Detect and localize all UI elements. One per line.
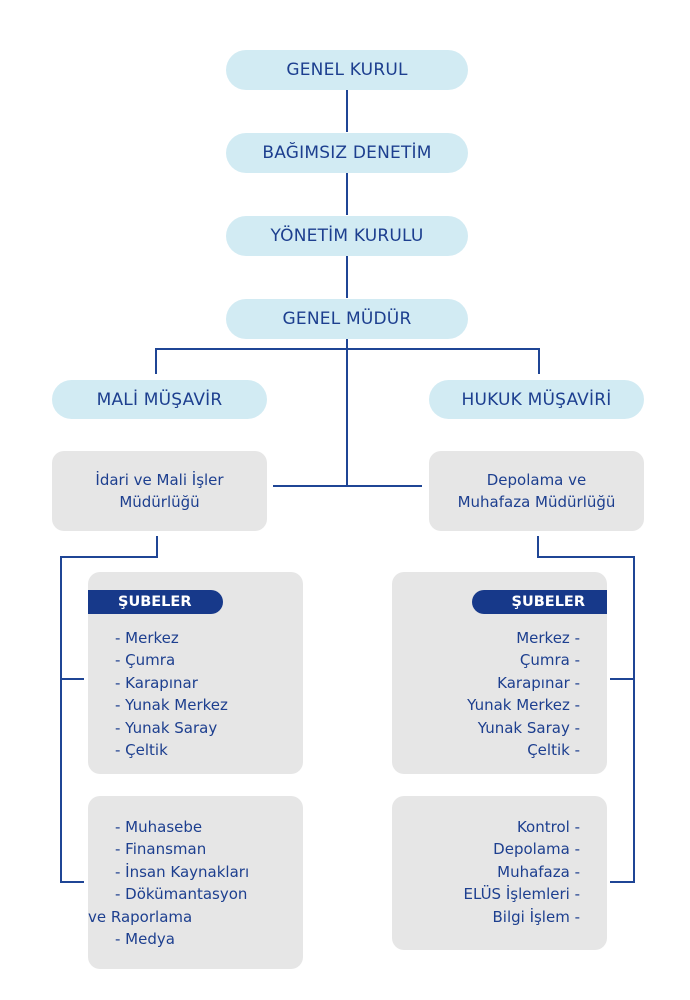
connector-line <box>273 485 422 487</box>
node-bagimsiz-denetim: BAĞIMSIZ DENETİM <box>226 133 468 173</box>
list-item: ELÜS İşlemleri - <box>463 885 580 904</box>
connector-line <box>537 556 635 558</box>
department-list: Kontrol - Depolama - Muhafaza - ELÜS İşl… <box>463 816 580 928</box>
branches-tag: ŞUBELER <box>88 590 223 614</box>
connector-line <box>610 678 634 680</box>
list-item: - Karapınar <box>115 673 198 692</box>
connector-line <box>60 556 158 558</box>
list-item: Muhafaza - <box>497 862 580 881</box>
node-hukuk-musaviri: HUKUK MÜŞAVİRİ <box>429 380 644 419</box>
connector-line <box>633 556 635 883</box>
list-item: Çumra - <box>519 651 580 670</box>
branch-list: - Merkez - Çumra - Karapınar - Yunak Mer… <box>115 627 228 761</box>
list-item: - İnsan Kaynakları <box>115 862 250 881</box>
connector-line <box>155 348 540 350</box>
list-item: Merkez - <box>516 629 580 647</box>
connector-line <box>538 348 540 374</box>
node-label-line: Muhafaza Müdürlüğü <box>457 493 616 511</box>
connector-line <box>156 536 158 558</box>
connector-line <box>346 256 348 298</box>
list-item: - Yunak Saray <box>115 718 218 737</box>
node-genel-kurul: GENEL KURUL <box>226 50 468 90</box>
list-item: - Çumra <box>115 651 176 670</box>
list-item: - Medya <box>115 930 175 949</box>
list-item: - Muhasebe <box>115 818 203 836</box>
list-item: - Yunak Merkez <box>115 696 228 715</box>
branches-tag: ŞUBELER <box>472 590 607 614</box>
department-list: - Muhasebe - Finansman - İnsan Kaynaklar… <box>88 816 250 950</box>
connector-line <box>346 90 348 132</box>
right-branches-box: ŞUBELER Merkez - Çumra - Karapınar - Yun… <box>392 572 607 774</box>
node-label-line: Müdürlüğü <box>119 493 200 511</box>
connector-line <box>155 348 157 374</box>
right-departments-box: Kontrol - Depolama - Muhafaza - ELÜS İşl… <box>392 796 607 950</box>
list-item: Yunak Saray - <box>477 718 580 737</box>
list-item: Karapınar - <box>497 673 580 692</box>
connector-line <box>346 173 348 215</box>
list-item: - Finansman <box>115 840 207 859</box>
connector-line <box>60 556 62 883</box>
left-departments-box: - Muhasebe - Finansman - İnsan Kaynaklar… <box>88 796 303 969</box>
connector-line <box>60 678 84 680</box>
list-item: - Çeltik <box>115 741 168 760</box>
list-item: - Dökümantasyon <box>115 885 248 904</box>
branch-list: Merkez - Çumra - Karapınar - Yunak Merke… <box>467 627 580 761</box>
connector-line <box>346 339 348 487</box>
node-genel-mudur: GENEL MÜDÜR <box>226 299 468 339</box>
connector-line <box>537 536 539 558</box>
connector-line <box>60 881 84 883</box>
list-item: Yunak Merkez - <box>467 696 580 715</box>
node-label-line: İdari ve Mali İşler <box>95 471 224 489</box>
node-yonetim-kurulu: YÖNETİM KURULU <box>226 216 468 256</box>
list-item: Çeltik - <box>527 741 580 760</box>
node-mali-musavir: MALİ MÜŞAVİR <box>52 380 267 419</box>
left-branches-box: ŞUBELER - Merkez - Çumra - Karapınar - Y… <box>88 572 303 774</box>
node-depolama-muhafaza: Depolama ve Muhafaza Müdürlüğü <box>429 451 644 531</box>
node-label-line: Depolama ve <box>486 471 587 489</box>
connector-line <box>610 881 634 883</box>
node-idari-mali-isler: İdari ve Mali İşler Müdürlüğü <box>52 451 267 531</box>
list-item: - Merkez <box>115 629 179 647</box>
list-item: Depolama - <box>493 840 580 859</box>
list-item: Kontrol - <box>516 818 580 836</box>
list-item: ve Raporlama <box>88 907 193 926</box>
list-item: Bilgi İşlem - <box>492 907 580 926</box>
